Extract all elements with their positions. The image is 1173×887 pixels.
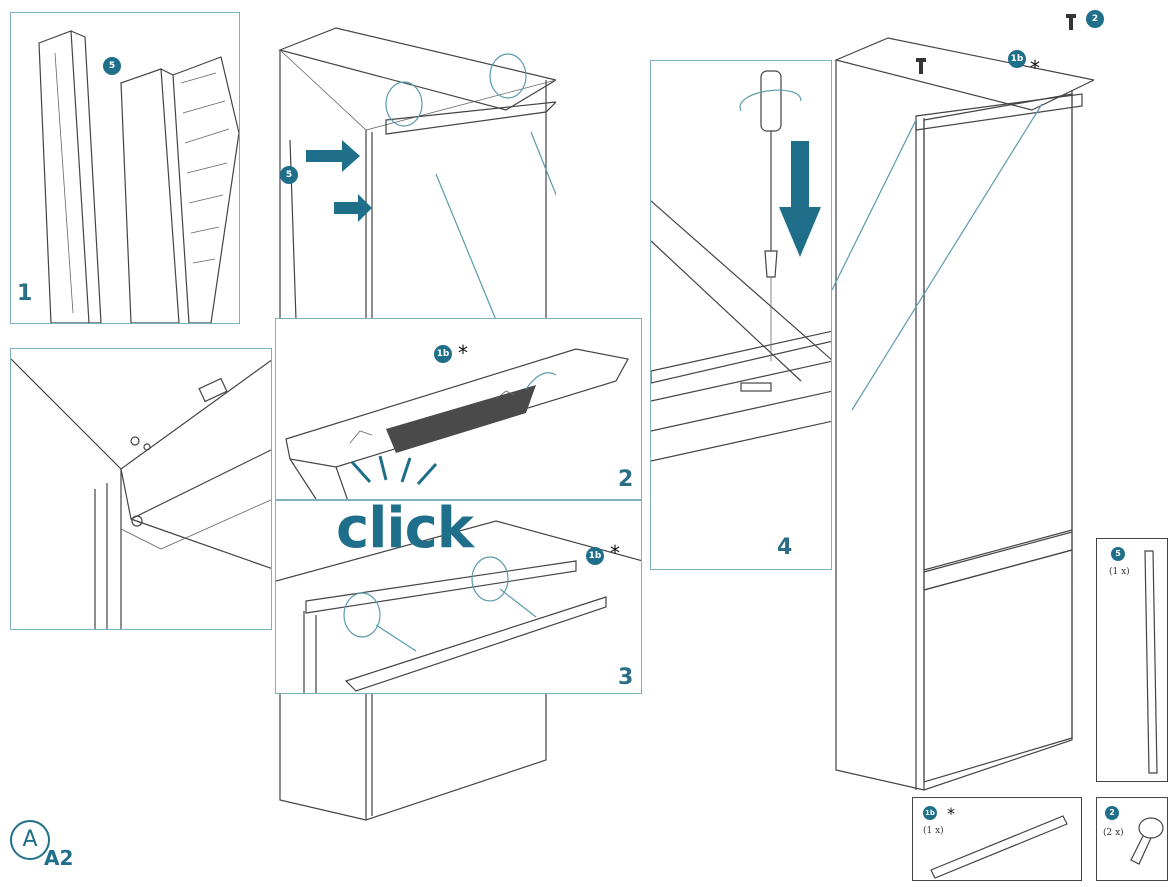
part-1b-callout: 1b xyxy=(434,345,452,363)
screw-part-drawing xyxy=(1130,817,1164,865)
part-1b-callout-right: 1b xyxy=(1008,50,1026,68)
step-number-2: 2 xyxy=(618,467,634,492)
step-number-1: 1 xyxy=(17,281,33,306)
step-panel-2: 1b * 2 xyxy=(275,318,642,500)
click-burst-lines xyxy=(350,455,438,486)
fridge-corner-drawing xyxy=(11,358,271,629)
step-panel-3: 1b * 3 xyxy=(275,500,642,694)
cover-strip-drawing xyxy=(285,348,629,499)
part-2-icon: 2 xyxy=(1105,806,1119,820)
part-5-side-callout: 5 xyxy=(280,166,298,184)
part-2-callout: 2 xyxy=(1086,10,1104,28)
cover-strip-part-drawing xyxy=(930,815,1068,879)
step-number-4: 4 xyxy=(777,535,793,560)
step-panel-4: 4 xyxy=(650,60,832,570)
part-1b-callout-step3: 1b xyxy=(586,547,604,565)
screw-icon-left xyxy=(916,58,926,74)
parts-box-2: 2 (2 x) xyxy=(1096,797,1168,881)
part-5-icon: 5 xyxy=(1111,547,1125,561)
section-label-circle: A xyxy=(10,820,50,860)
part-2-qty: (2 x) xyxy=(1103,828,1124,838)
asterisk-mark-step3: * xyxy=(610,541,620,565)
asterisk-mark: * xyxy=(458,341,468,365)
detail-panel-1: 5 1 xyxy=(10,12,240,324)
asterisk-mark-right: * xyxy=(1030,56,1040,80)
section-sublabel: A2 xyxy=(44,846,74,870)
step-number-3: 3 xyxy=(618,665,634,690)
gasket-part-drawing xyxy=(1144,550,1158,774)
asterisk-mark-parts: * xyxy=(947,804,955,823)
part-1b-icon: 1b xyxy=(923,806,937,820)
part-5-callout: 5 xyxy=(103,57,121,75)
click-label: click xyxy=(336,496,474,561)
screw-icon xyxy=(1066,14,1076,30)
part-1b-qty: (1 x) xyxy=(923,826,944,836)
gasket-strips-drawing xyxy=(38,30,239,323)
parts-box-1b: 1b * (1 x) xyxy=(912,797,1082,881)
parts-box-5: 5 (1 x) xyxy=(1096,538,1168,782)
part-5-qty: (1 x) xyxy=(1109,567,1130,577)
detail-panel-corner xyxy=(10,348,272,630)
screwdriver-drawing xyxy=(651,70,831,462)
fridge-right-drawing: 1b * 2 xyxy=(832,10,1104,810)
